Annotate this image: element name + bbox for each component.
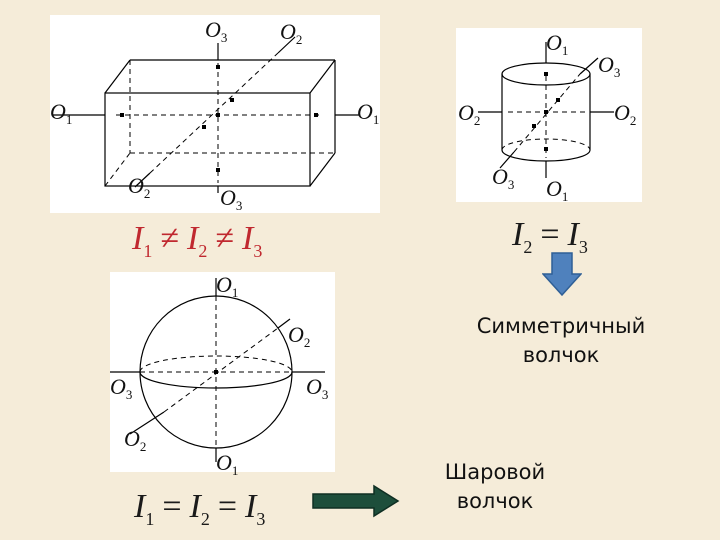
sphere-label-o2-bottom: O2: [124, 426, 147, 454]
box-label-o3-bottom: O3: [220, 185, 243, 213]
box-diagram-panel: O1 O1 O3 O3 O2 O2: [50, 15, 380, 213]
box-diagram: [52, 36, 360, 193]
cylinder-label-o3-bottom: O3: [492, 164, 515, 192]
sphere-inertia-formula: I1=I2=I3: [134, 488, 266, 529]
symmetric-caption-line1: Симметричный: [476, 314, 646, 338]
cylinder-label-o1-top: O1: [546, 30, 569, 58]
box-label-o2-top: O2: [280, 19, 303, 47]
right-arrow-icon: [312, 484, 400, 518]
spherical-top-caption: Шаровой волчок: [420, 458, 570, 517]
spherical-caption-line1: Шаровой: [444, 460, 546, 484]
cylinder-label-o1-bottom: O1: [546, 176, 569, 204]
cylinder-label-o2-left: O2: [458, 100, 481, 128]
spherical-caption-line2: волчок: [456, 489, 534, 514]
sphere-label-o3-right: O3: [306, 374, 329, 402]
cylinder-diagram: [478, 42, 614, 178]
cylinder-label-o2-right: O2: [614, 100, 637, 128]
cylinder-diagram-panel: O1 O1 O2 O2 O3 O3: [456, 28, 642, 204]
box-label-o3-top: O3: [205, 17, 228, 45]
cylinder-label-o3-top: O3: [598, 52, 621, 80]
down-arrow-icon: [542, 252, 582, 296]
sphere-label-o1-top: O1: [216, 272, 239, 300]
sphere-label-o2-top: O2: [288, 322, 311, 350]
box-inertia-formula: I1≠I2≠I3: [132, 220, 263, 261]
box-label-o2-bottom: O2: [128, 173, 151, 201]
symmetric-top-caption: Симметричный волчок: [456, 312, 666, 371]
sphere-label-o1-bottom: O1: [216, 450, 239, 478]
sphere-diagram-panel: O1 O1 O3 O3 O2 O2: [110, 272, 335, 477]
cylinder-inertia-formula: I2=I3: [512, 216, 588, 257]
box-label-o1-left: O1: [50, 99, 73, 127]
symmetric-caption-line2: волчок: [522, 343, 600, 368]
sphere-label-o3-left: O3: [110, 374, 133, 402]
box-label-o1-right: O1: [357, 99, 380, 127]
sphere-diagram: [110, 278, 325, 462]
